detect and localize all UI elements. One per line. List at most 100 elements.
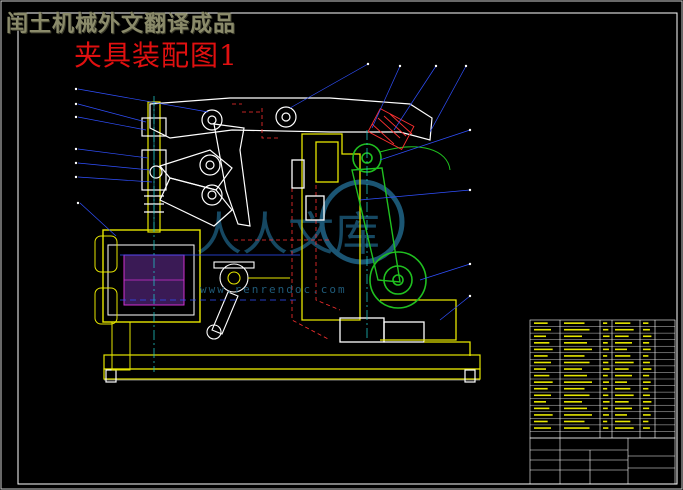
parts-list-cell-text bbox=[615, 401, 629, 403]
parts-list-cell-text bbox=[564, 420, 585, 423]
parts-list-cell-text bbox=[564, 427, 590, 429]
parts-list-cell-text bbox=[564, 381, 592, 383]
parts-list-cell-text bbox=[564, 361, 590, 364]
drawing-title: 夹具装配图1 bbox=[74, 39, 238, 72]
parts-list-cell-text bbox=[615, 414, 627, 416]
parts-list-cell-text bbox=[643, 394, 650, 397]
parts-list-cell-text bbox=[603, 414, 609, 416]
watermark-logo-text: 人人文库 bbox=[196, 207, 380, 261]
sheet-border-inner bbox=[17, 12, 678, 485]
main-frame bbox=[291, 133, 471, 356]
parts-list-rows bbox=[530, 326, 675, 432]
hand-lever bbox=[206, 261, 290, 340]
parts-list-cell-text bbox=[643, 374, 650, 377]
parts-list-cell-text bbox=[643, 420, 649, 423]
parts-list-cell-text bbox=[643, 348, 651, 351]
title-block bbox=[529, 437, 676, 485]
watermark-url: www.renrendoc.com bbox=[200, 283, 347, 296]
parts-list-cell-text bbox=[643, 335, 652, 338]
base-plate bbox=[103, 354, 481, 383]
parts-list-cell-text bbox=[603, 335, 610, 338]
parts-list-cell-text bbox=[643, 355, 649, 357]
parts-list-cell-text bbox=[564, 368, 582, 370]
parts-list-cell-text bbox=[643, 368, 652, 370]
parts-list-cell-text bbox=[615, 427, 634, 429]
parts-list-cell-text bbox=[615, 381, 627, 383]
parts-list-cell-text bbox=[564, 335, 582, 338]
parts-list-cell-text bbox=[564, 407, 587, 410]
parts-list-cell-text bbox=[615, 407, 632, 410]
parts-list-cell-text bbox=[615, 387, 631, 390]
parts-list-cell-text bbox=[603, 401, 610, 403]
parts-list-cell-text bbox=[534, 348, 553, 351]
parts-list-cell-text bbox=[603, 387, 608, 390]
parts-list-cell-text bbox=[603, 374, 608, 377]
parts-list-cell-text bbox=[534, 387, 548, 390]
parts-list-cell-text bbox=[643, 328, 650, 331]
parts-list-cell-text bbox=[534, 420, 548, 423]
parts-list-cell-text bbox=[615, 355, 631, 357]
parts-list-cell-text bbox=[603, 342, 608, 344]
parts-list-cell-text bbox=[615, 322, 631, 324]
parts-list-cell-text bbox=[564, 374, 587, 377]
parts-list-cell-text bbox=[643, 361, 650, 364]
parts-list-cell-text bbox=[603, 381, 609, 383]
parts-list-cell-text bbox=[564, 322, 585, 324]
parts-list-cell-text bbox=[534, 414, 553, 416]
clamp-roller bbox=[367, 107, 415, 151]
header-title: 闰土机械外文翻译成品 bbox=[6, 12, 237, 37]
leader-lines-top bbox=[289, 63, 471, 321]
parts-list-cell-text bbox=[615, 361, 634, 364]
parts-list-cell-text bbox=[615, 374, 632, 377]
parts-list-cell-text bbox=[534, 381, 553, 383]
parts-list-cell-text bbox=[564, 348, 592, 351]
parts-list-cell-text bbox=[534, 407, 550, 410]
parts-list-cell-text bbox=[615, 342, 632, 344]
leader-lines-left bbox=[77, 88, 209, 237]
parts-list-cell-text bbox=[564, 401, 582, 403]
parts-list-cell-text bbox=[603, 361, 609, 364]
parts-list-cell-text bbox=[564, 342, 587, 344]
parts-list-cell-text bbox=[534, 361, 551, 364]
parts-list-cell-text bbox=[603, 348, 609, 351]
parts-list-cell-text bbox=[564, 387, 585, 390]
parts-list-cell-text bbox=[534, 374, 550, 377]
parts-list-text bbox=[534, 322, 652, 429]
section-lines bbox=[120, 96, 368, 372]
linkage-arms bbox=[149, 97, 433, 227]
parts-list-cell-text bbox=[534, 335, 546, 338]
parts-list-cell-text bbox=[534, 401, 546, 403]
parts-list-cell-text bbox=[534, 427, 551, 429]
parts-list-cell-text bbox=[534, 328, 551, 331]
parts-list-cell-text bbox=[615, 394, 634, 397]
watermark-logo: 人人文库 bbox=[196, 179, 405, 265]
parts-list-cell-text bbox=[643, 414, 651, 416]
parts-list-cell-text bbox=[564, 394, 590, 397]
parts-list-cell-text bbox=[603, 355, 608, 357]
parts-list-cell-text bbox=[534, 322, 548, 324]
parts-list-cell-text bbox=[534, 394, 551, 397]
parts-list-cell-text bbox=[564, 355, 585, 357]
parts-list-cell-text bbox=[534, 342, 550, 344]
parts-list-cell-text bbox=[643, 387, 649, 390]
parts-list-cell-text bbox=[603, 328, 609, 331]
parts-list-cell-text bbox=[603, 368, 610, 370]
parts-list-cell-text bbox=[603, 394, 609, 397]
parts-list-cell-text bbox=[643, 401, 652, 403]
parts-list-cell-text bbox=[603, 420, 608, 423]
parts-list-cell-text bbox=[643, 427, 650, 429]
parts-list-cell-text bbox=[643, 322, 649, 324]
parts-list-cell-text bbox=[603, 322, 608, 324]
parts-list-cell-text bbox=[643, 342, 650, 344]
parts-list-cell-text bbox=[615, 335, 629, 338]
parts-list-cell-text bbox=[615, 348, 627, 351]
parts-list-cell-text bbox=[643, 381, 651, 383]
parts-list-cell-text bbox=[534, 368, 546, 370]
parts-list-cell-text bbox=[615, 368, 629, 370]
parts-list-cell-text bbox=[643, 407, 650, 410]
parts-list-cell-text bbox=[564, 414, 592, 416]
parts-list-cell-text bbox=[615, 420, 631, 423]
parts-list-cell-text bbox=[603, 427, 609, 429]
